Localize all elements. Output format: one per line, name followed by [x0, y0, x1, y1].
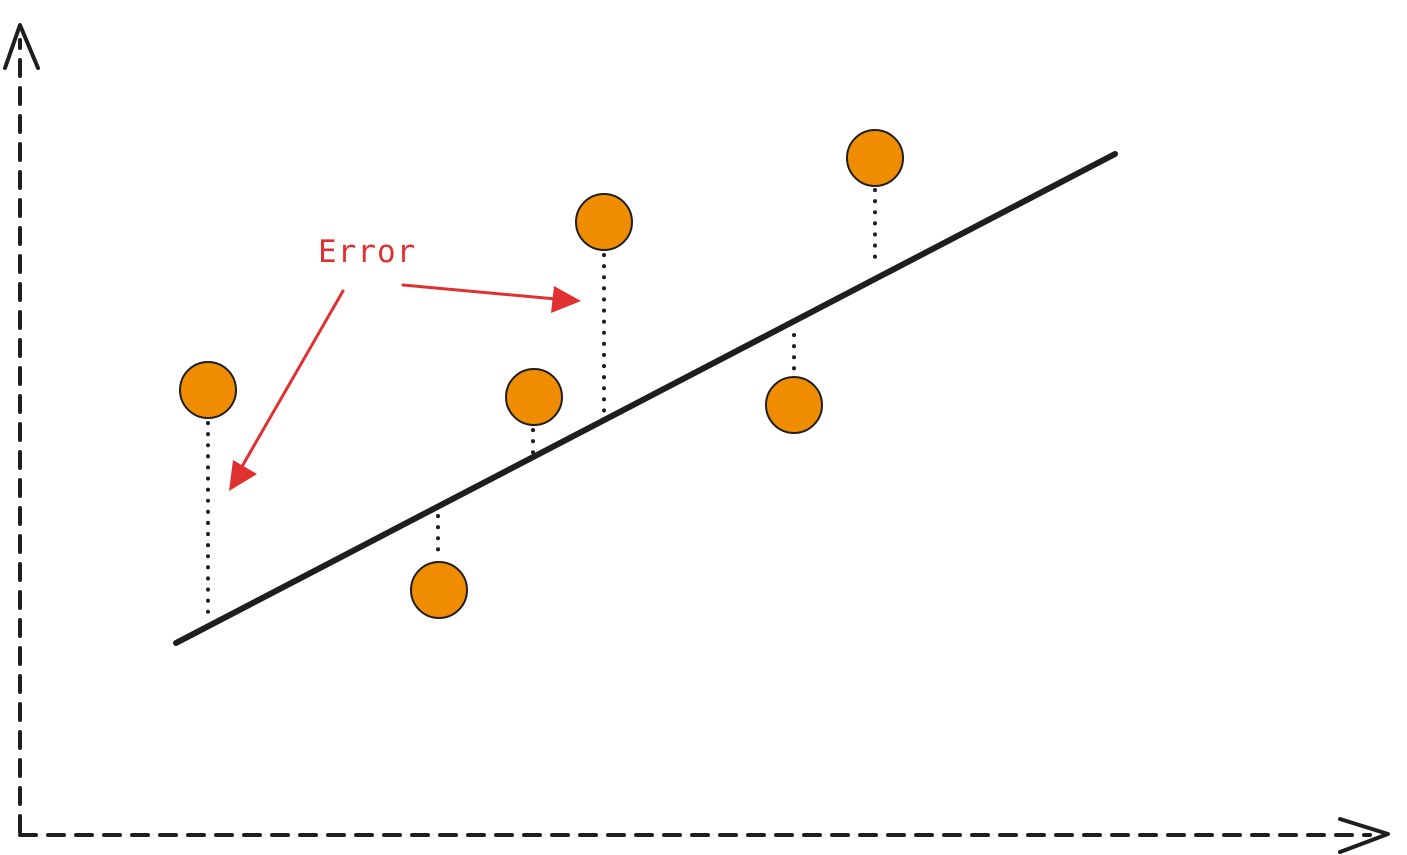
- arrow-pointer-icon: [229, 460, 257, 491]
- data-point: [846, 129, 904, 187]
- data-point: [575, 193, 633, 251]
- error-label: Error: [318, 234, 416, 270]
- y-axis: [3, 23, 40, 834]
- data-point: [179, 361, 237, 419]
- data-point: [765, 376, 823, 434]
- data-points: [179, 129, 904, 619]
- x-axis: [18, 817, 1390, 854]
- error-arrow-right: [401, 283, 581, 313]
- error-annotation: Error: [229, 234, 581, 491]
- arrow-right-icon: [1338, 817, 1390, 854]
- error-arrow-left: [229, 289, 345, 491]
- regression-line: [173, 151, 1118, 646]
- arrow-up-icon: [3, 23, 40, 70]
- data-point: [505, 368, 563, 426]
- residuals: [206, 188, 877, 624]
- data-point: [410, 561, 468, 619]
- arrow-pointer-icon: [551, 286, 581, 313]
